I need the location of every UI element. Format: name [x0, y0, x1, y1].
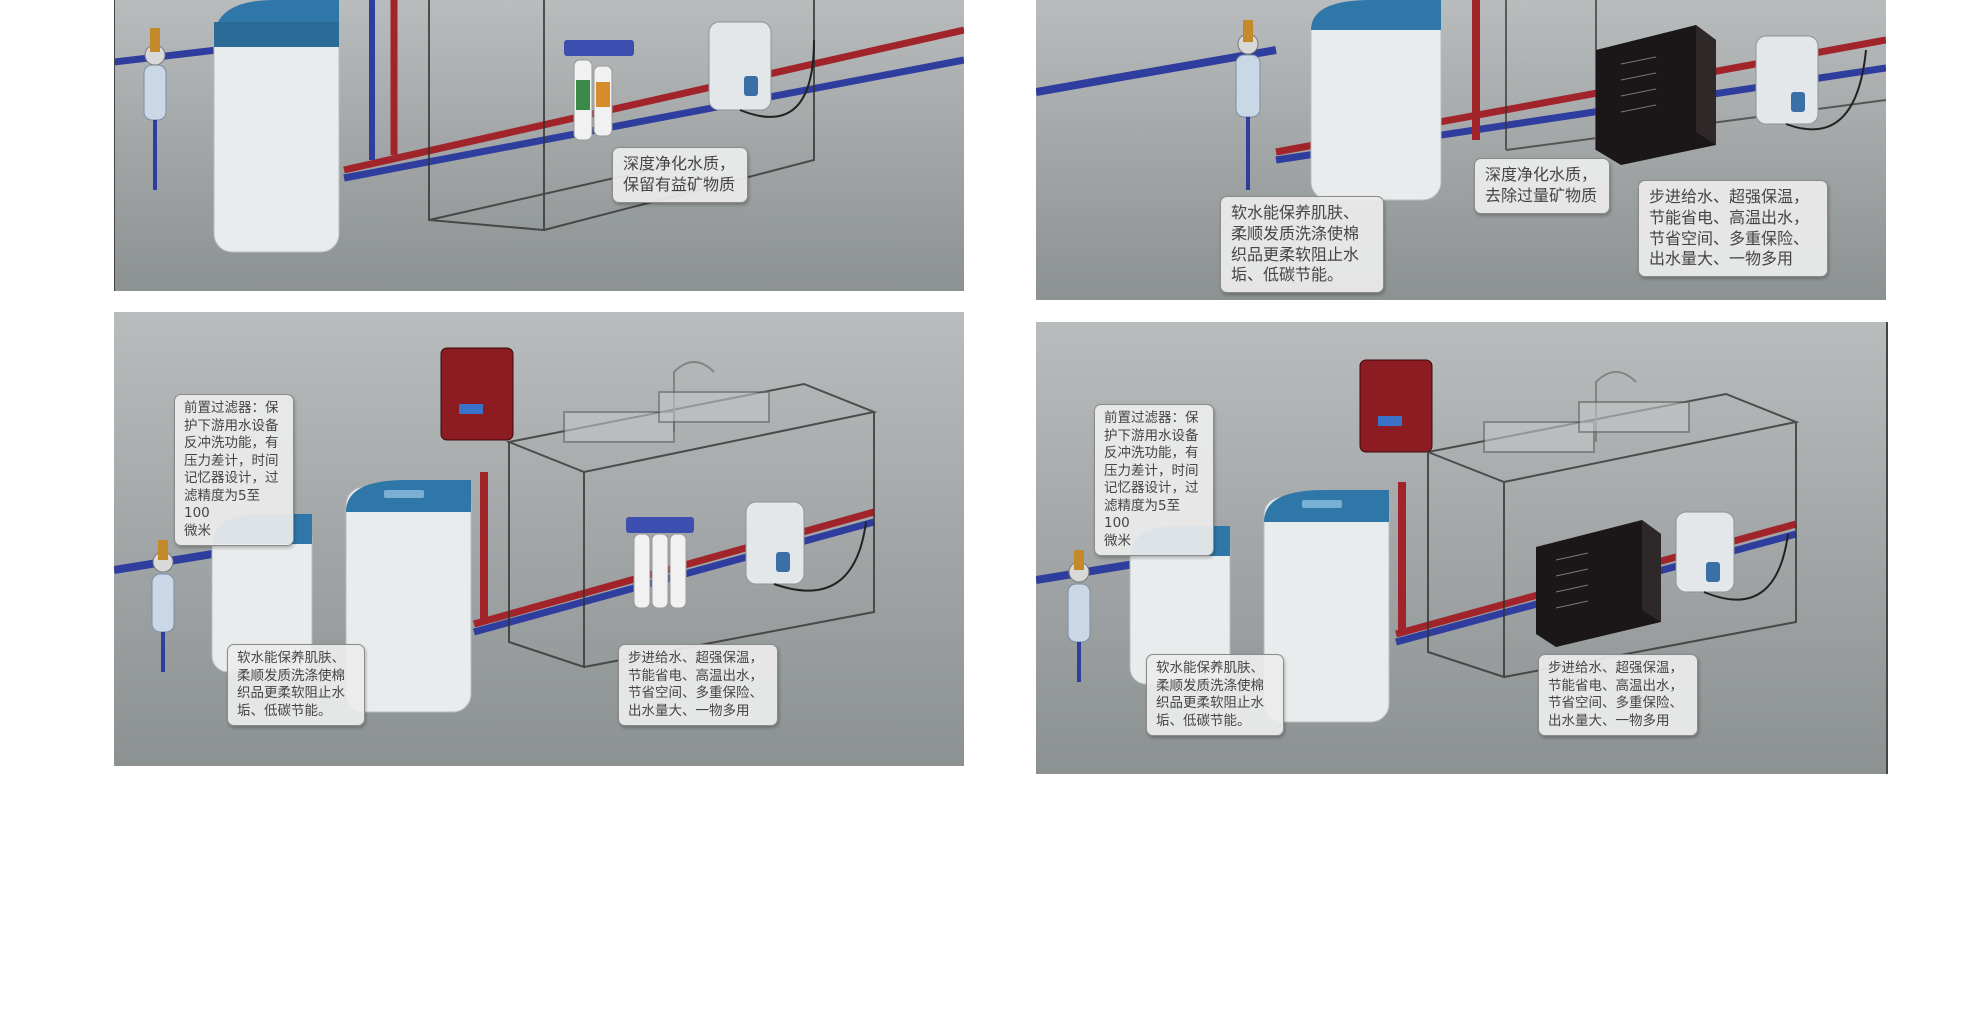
cold-pipe: [343, 56, 964, 182]
panel-top-left: 深度净化水质， 保留有益矿物质: [114, 0, 964, 291]
scene-bottom-left: [114, 347, 878, 713]
panel-bottom-right: 前置过滤器：保 护下游用水设备 反冲洗功能，有 压力差计，时间 记忆器设计，过 …: [1036, 322, 1888, 774]
scene-bottom-right: [1036, 359, 1800, 723]
callout-purify: 深度净化水质， 去除过量矿物质: [1474, 158, 1610, 214]
ro-filter-icon: [564, 40, 634, 141]
scene-top-right: [1036, 0, 1886, 201]
instant-water-heater-icon: [745, 501, 867, 592]
prefilter-icon: [151, 540, 175, 672]
callout-heater: 步进给水、超强保温， 节能省电、高温出水， 节省空间、多重保险、 出水量大、一物…: [1638, 180, 1828, 278]
callout-prefilter: 前置过滤器：保 护下游用水设备 反冲洗功能，有 压力差计，时间 记忆器设计，过 …: [174, 394, 294, 547]
water-softener-icon: [1263, 490, 1390, 723]
callout-softener: 软水能保养肌肤、 柔顺发质洗涤使棉 织品更柔软阻止水 垢、低碳节能。: [1220, 196, 1384, 294]
water-softener-icon: [213, 0, 340, 253]
ro-purifier-icon: [1536, 520, 1661, 647]
scene-top-left: [114, 0, 964, 291]
callout-softener: 软水能保养肌肤、 柔顺发质洗涤使棉 织品更柔软阻止水 垢、低碳节能。: [227, 644, 365, 727]
ro-purifier-icon: [1596, 25, 1716, 165]
panel-bottom-left: 前置过滤器：保 护下游用水设备 反冲洗功能，有 压力差计，时间 记忆器设计，过 …: [114, 312, 964, 766]
wall-heater-icon: [1359, 359, 1433, 453]
instant-water-heater-icon: [708, 21, 815, 118]
wall-heater-icon: [440, 347, 514, 441]
prefilter-icon: [1067, 550, 1091, 682]
panel-top-right: 软水能保养肌肤、 柔顺发质洗涤使棉 织品更柔软阻止水 垢、低碳节能。 深度净化水…: [1036, 0, 1886, 300]
water-softener-icon: [1310, 0, 1442, 201]
ro-filter-icon: [626, 517, 694, 609]
hot-pipe: [343, 26, 964, 174]
callout-softener: 软水能保养肌肤、 柔顺发质洗涤使棉 织品更柔软阻止水 垢、低碳节能。: [1146, 654, 1284, 737]
cold-pipe: [1036, 46, 1277, 96]
water-softener-icon: [345, 480, 472, 713]
prefilter-icon: [1235, 20, 1261, 190]
callout-prefilter: 前置过滤器：保 护下游用水设备 反冲洗功能，有 压力差计，时间 记忆器设计，过 …: [1094, 404, 1214, 557]
instant-water-heater-icon: [1755, 35, 1867, 131]
prefilter-icon: [143, 28, 167, 190]
callout-purify: 深度净化水质， 保留有益矿物质: [612, 147, 748, 203]
callout-heater: 步进给水、超强保温， 节能省电、高温出水， 节省空间、多重保险、 出水量大、一物…: [618, 644, 778, 727]
sink-cabinet-icon: [505, 361, 878, 669]
instant-water-heater-icon: [1675, 511, 1789, 601]
callout-heater: 步进给水、超强保温， 节能省电、高温出水， 节省空间、多重保险、 出水量大、一物…: [1538, 654, 1698, 737]
